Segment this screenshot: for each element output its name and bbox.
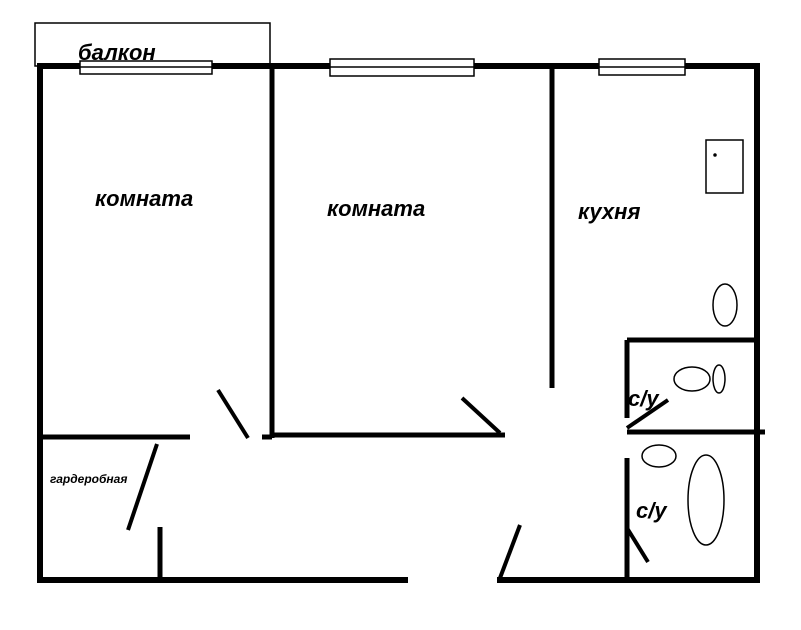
toilet-tank-icon — [712, 364, 726, 394]
label-wardrobe: гардеробная — [50, 472, 127, 486]
bathtub-icon — [687, 454, 725, 546]
door-entrance — [498, 524, 522, 579]
windows — [79, 58, 686, 77]
label-bathroom-1: с/у — [628, 386, 660, 411]
fixtures — [641, 139, 744, 546]
door-room2 — [460, 396, 502, 435]
door-room1 — [216, 388, 250, 440]
door-bathroom1 — [625, 398, 670, 430]
washbasin-icon — [641, 444, 677, 468]
label-kitchen: кухня — [578, 199, 640, 224]
door-wardrobe — [126, 443, 159, 531]
label-bathroom-2: с/у — [636, 498, 668, 523]
interior-walls — [42, 66, 765, 578]
sink-icon — [712, 283, 738, 327]
stove-icon — [705, 139, 744, 194]
toilet-icon — [673, 366, 711, 392]
door-bathroom2 — [625, 526, 650, 564]
label-room-1: комната — [95, 186, 193, 211]
door-swings — [126, 388, 670, 579]
label-balcony: балкон — [78, 40, 156, 65]
label-room-2: комната — [327, 196, 425, 221]
